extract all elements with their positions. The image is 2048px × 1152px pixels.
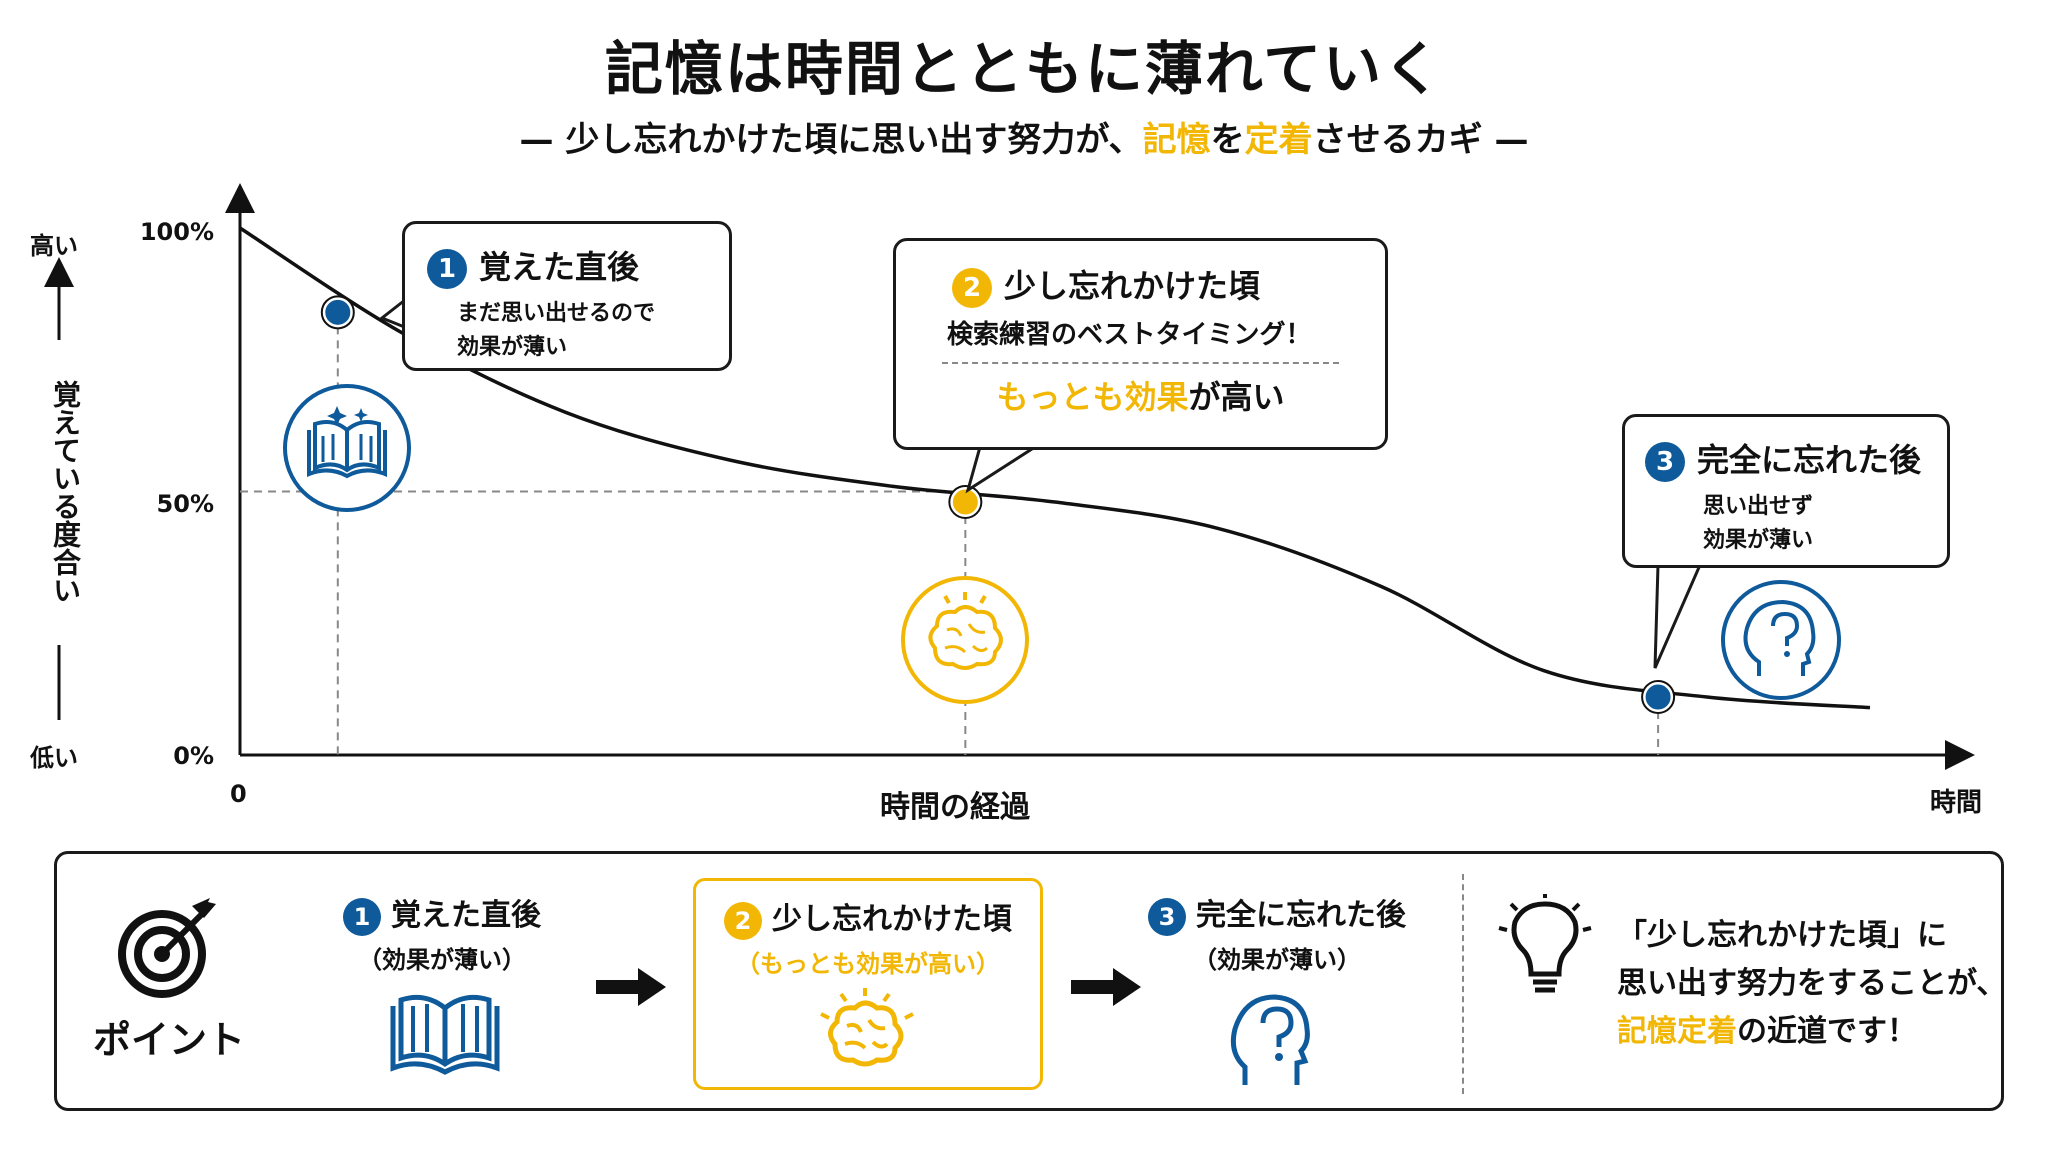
subtitle-accent-memory: 記憶 [1142,120,1211,160]
question-head-icon [1721,580,1841,700]
summary-badge-3: 3 [1148,897,1186,936]
y-axis-label: 覚えている度合い [49,380,82,604]
callout3-title: 完全に忘れた後 [1697,441,1922,479]
callout3-line2: 効果が薄い [1703,528,1814,553]
curve-point-ring-3 [1641,680,1676,715]
summary-brain-icon [820,988,914,1067]
y-tick-100: 100% [139,218,214,246]
callout1-line1: まだ思い出せるので [457,301,656,326]
subtitle-pre: 少し忘れかけた頃に思い出す努力が、 [565,120,1143,160]
y-low-label: 低い [30,744,78,772]
right-arrow-icon-2 [1071,968,1141,1006]
callout2-highlight-accent: もっとも効果 [996,378,1189,416]
summary-divider [1462,874,1464,1094]
subtitle-mid: を [1210,120,1245,160]
curve-point-3 [1642,681,1674,713]
summary-step2-sub: （もっとも効果が高い） [736,949,1000,978]
callout1-title: 覚えた直後 [479,248,640,286]
callout1-line2: 効果が薄い [457,335,568,360]
summary-step2-title: 少し忘れかけた頃 [772,902,1012,937]
subtitle-dash-right: — [1494,120,1529,160]
curve-point-ring-1 [320,295,355,330]
callout2-highlight-post: が高い [1188,378,1285,416]
summary-step1-sub: （効果が薄い） [358,945,526,974]
callout2-line1: 検索練習のベストタイミング！ [947,320,1312,350]
callout-almost-forgotten: 2 少し忘れかけた頃 検索練習のベストタイミング！ もっとも効果が高い [893,238,1388,450]
summary-step-3: 3 完全に忘れた後 （効果が薄い） [1127,890,1427,975]
brain-icon [901,576,1029,704]
callout3-tail [1653,564,1702,669]
summary-step3-sub: （効果が薄い） [1193,945,1361,974]
page-subtitle: — 少し忘れかけた頃に思い出す努力が、記憶を定着させるカギ — [0,112,2048,161]
open-book-icon [283,384,411,512]
summary-step1-title: 覚えた直後 [391,898,541,933]
tip-line-2: 思い出す努力をすることが、 [1617,966,2007,1001]
y-tick-50: 50% [156,490,214,518]
callout2-highlight: もっとも効果が高い [922,372,1359,418]
tip-accent: 記憶定着 [1617,1014,1737,1049]
summary-step-1: 1 覚えた直後 （効果が薄い） [327,890,557,975]
callout-completely-forgotten: 3 完全に忘れた後 思い出せず 効果が薄い [1622,414,1950,568]
summary-book-icon [390,994,500,1075]
y-high-label: 高い [30,232,78,260]
summary-step-2: 2 少し忘れかけた頃 （もっとも効果が高い） [693,894,1043,979]
badge-2: 2 [952,268,992,308]
curve-point-1 [322,296,354,328]
curve-point-ring-2 [948,485,983,520]
badge-1: 1 [427,249,467,289]
callout2-title: 少し忘れかけた頃 [1004,267,1261,305]
summary-step3-title: 完全に忘れた後 [1196,898,1406,933]
forgetting-curve-line [239,226,1871,710]
summary-panel: ポイント 1 覚えた直後 （効果が薄い） 2 少し忘れかけた頃 （もっとも効果が高い… [54,851,2006,1111]
subtitle-accent-fix: 定着 [1244,120,1313,160]
summary-badge-1: 1 [343,897,381,936]
summary-step-2-box [693,878,1043,1090]
callout2-tail [965,445,1036,494]
x-origin-label: 0 [230,780,247,808]
callout3-line1: 思い出せず [1703,494,1814,519]
summary-tip: 「少し忘れかけた頃」に 思い出す努力をすることが、 記憶定着の近道です！ [1617,912,2006,1056]
curve-point-2 [949,486,981,518]
page-title: 記憶は時間とともに薄れていく [604,35,1444,103]
tip-line-1: 「少し忘れかけた頃」に [1617,918,1947,953]
subtitle-post: させるカギ [1312,120,1483,160]
y-tick-0: 0% [173,742,214,770]
point-label: ポイント [93,1018,246,1062]
target-icon [118,898,216,998]
callout-just-learned: 1 覚えた直後 まだ思い出せるので 効果が薄い [402,221,732,371]
subtitle-dash-left: — [519,120,554,160]
right-arrow-icon [596,968,666,1006]
x-axis-label: 時間の経過 [880,790,1030,825]
x-end-label: 時間 [1930,788,1983,818]
summary-badge-2: 2 [724,901,762,940]
summary-question-head-icon [1230,994,1310,1085]
badge-3: 3 [1645,442,1685,482]
tip-post: の近道です！ [1737,1014,1917,1049]
lightbulb-icon [1498,894,1592,993]
